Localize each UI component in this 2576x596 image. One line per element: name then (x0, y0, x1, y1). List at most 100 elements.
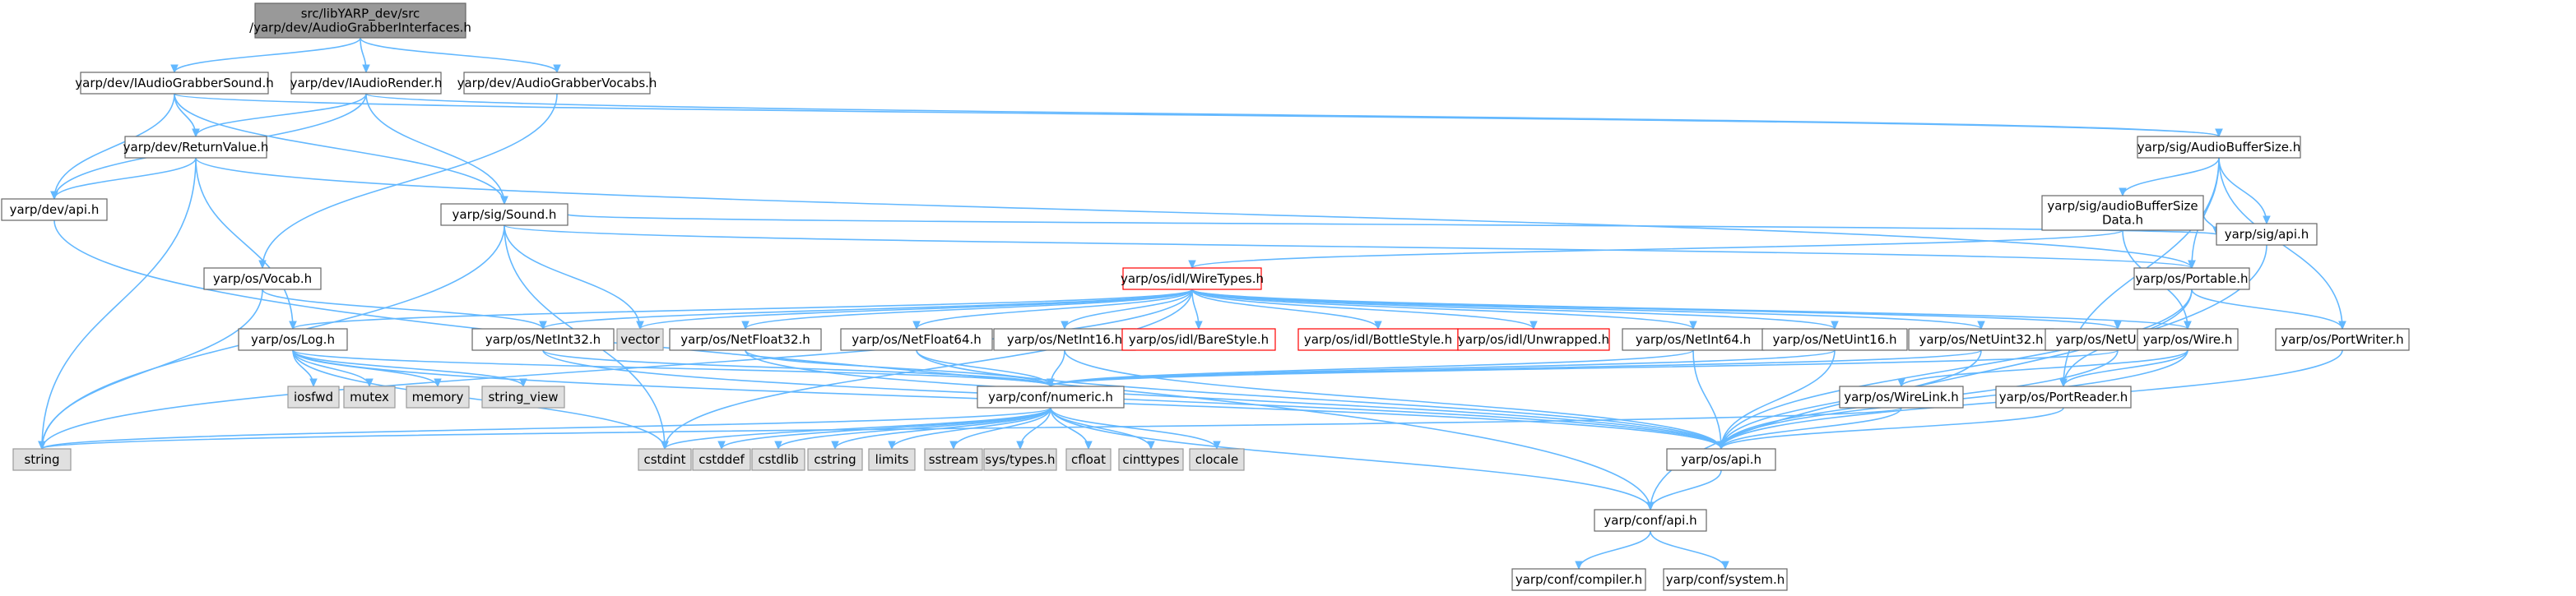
edge-wiretypes-to-wire (1191, 289, 2192, 330)
node-box (807, 448, 863, 471)
arrowhead-icon (2338, 321, 2346, 330)
node-wire[interactable]: yarp/os/Wire.h (2137, 328, 2239, 351)
edge-line (262, 93, 558, 269)
arrowhead-icon (888, 441, 896, 450)
edge-wiretypes-to-log (289, 289, 1193, 330)
node-box (924, 448, 983, 471)
node-box (2041, 195, 2204, 231)
edge-line (721, 407, 1051, 450)
edge-netuint32-to-numeric (1047, 349, 1982, 388)
edge-iags-to-abs (174, 93, 2223, 138)
node-netfloat32[interactable]: yarp/os/NetFloat32.h (669, 328, 822, 351)
edge-line (1064, 349, 1722, 450)
node-box (1995, 386, 2132, 409)
edge-wiretypes-to-netuint32 (1191, 289, 1985, 330)
node-log[interactable]: yarp/os/Log.h (238, 328, 348, 351)
edge-wiretypes-to-netint64 (1191, 289, 1697, 330)
edge-portreader-to-osapi (1717, 407, 2064, 450)
node-portreader[interactable]: yarp/os/PortReader.h (1995, 386, 2132, 409)
node-numeric[interactable]: yarp/conf/numeric.h (977, 386, 1125, 409)
node-wiretypes[interactable]: yarp/os/idl/WireTypes.h (1121, 267, 1264, 290)
node-label: cstdlib (758, 452, 798, 467)
edge-line (1050, 349, 1694, 387)
node-netuint32[interactable]: yarp/os/NetUint32.h (1908, 328, 2054, 351)
node-sound[interactable]: yarp/sig/Sound.h (440, 203, 569, 226)
edge-line (174, 93, 2220, 137)
arrowhead-icon (500, 196, 508, 206)
node-system[interactable]: yarp/conf/system.h (1663, 568, 1788, 591)
edge-line (1720, 349, 1836, 450)
node-label: yarp/dev/api.h (10, 202, 100, 217)
node-box (287, 386, 340, 409)
edge-root-to-agv (360, 37, 561, 74)
node-abs[interactable]: yarp/sig/AudioBufferSize.h (2137, 136, 2301, 159)
node-compiler[interactable]: yarp/conf/compiler.h (1511, 568, 1646, 591)
edge-wiretypes-to-netfloat32 (741, 289, 1193, 330)
edge-numeric-to-sstream (949, 407, 1051, 450)
node-box (1122, 267, 1262, 290)
node-netuint16[interactable]: yarp/os/NetUint16.h (1761, 328, 1908, 351)
edge-line (1720, 407, 1902, 450)
node-sigapi[interactable]: yarp/sig/api.h (2216, 223, 2318, 246)
node-box (993, 328, 1136, 351)
arrowhead-icon (1575, 561, 1583, 571)
node-barestyle[interactable]: yarp/os/idl/BareStyle.h (1121, 328, 1276, 351)
node-root[interactable]: src/libYARP_dev/src/yarp/dev/AudioGrabbe… (249, 2, 471, 39)
node-label: yarp/os/NetUint16.h (1772, 332, 1896, 347)
arrowhead-icon (774, 441, 782, 450)
node-string: string (12, 448, 72, 471)
arrowhead-icon (192, 128, 200, 138)
node-portwriter[interactable]: yarp/os/PortWriter.h (2275, 328, 2410, 351)
node-iar[interactable]: yarp/dev/IAudioRender.h (290, 72, 443, 95)
edge-osapi-to-confapi (1646, 469, 1722, 511)
node-netint64[interactable]: yarp/os/NetInt64.h (1622, 328, 1765, 351)
arrowhead-icon (362, 64, 370, 74)
edge-line (1191, 229, 2123, 269)
edge-wiretypes-to-vector (636, 289, 1193, 330)
node-label: sstream (929, 452, 978, 467)
edge-wiretypes-to-netint16 (1061, 289, 1193, 330)
node-portable[interactable]: yarp/os/Portable.h (2133, 267, 2250, 290)
node-box (868, 448, 916, 471)
node-netint32[interactable]: yarp/os/NetInt32.h (471, 328, 615, 351)
arrowhead-icon (2184, 321, 2192, 330)
node-agv[interactable]: yarp/dev/AudioGrabberVocabs.h (457, 72, 657, 95)
node-unwrapped[interactable]: yarp/os/idl/Unwrapped.h (1457, 328, 1610, 351)
edge-log-to-string_view (292, 349, 527, 388)
arrowhead-icon (1646, 501, 1655, 511)
edge-iar-to-abs (365, 93, 2223, 138)
edge-line (1191, 289, 1534, 330)
node-netfloat64[interactable]: yarp/os/NetFloat64.h (840, 328, 993, 351)
edge-netuint64-to-numeric (1047, 349, 2119, 388)
arrowhead-icon (1213, 441, 1221, 450)
node-box (203, 267, 322, 290)
node-iags[interactable]: yarp/dev/IAudioGrabberSound.h (75, 72, 274, 95)
node-wirelink[interactable]: yarp/os/WireLink.h (1839, 386, 1964, 409)
node-confapi[interactable]: yarp/conf/api.h (1594, 509, 1707, 532)
node-label: yarp/os/Wire.h (2143, 332, 2233, 347)
edge-abs-to-sigapi (2218, 157, 2271, 225)
edge-line (834, 407, 1051, 450)
node-box (254, 2, 466, 39)
node-label: yarp/dev/ReturnValue.h (123, 140, 269, 155)
node-rv[interactable]: yarp/dev/ReturnValue.h (123, 136, 269, 159)
node-netint16[interactable]: yarp/os/NetInt16.h (993, 328, 1136, 351)
node-label: yarp/os/idl/WireTypes.h (1121, 271, 1264, 286)
edge-wiretypes-to-unwrapped (1191, 289, 1538, 330)
node-label: yarp/os/PortReader.h (1999, 390, 2128, 404)
arrowhead-icon (2263, 215, 2271, 225)
node-mutex: mutex (343, 386, 396, 409)
node-devapi[interactable]: yarp/dev/api.h (1, 198, 108, 221)
node-label: yarp/os/WireLink.h (1844, 390, 1959, 404)
node-box (463, 72, 651, 95)
node-label: memory (412, 390, 464, 404)
arrowhead-icon (309, 378, 318, 388)
node-bottlestyle[interactable]: yarp/os/idl/BottleStyle.h (1297, 328, 1459, 351)
node-label: yarp/os/NetInt16.h (1007, 332, 1122, 347)
node-label: string (24, 452, 59, 467)
node-osapi[interactable]: yarp/os/api.h (1666, 448, 1776, 471)
node-label: yarp/dev/IAudioGrabberSound.h (75, 76, 273, 90)
edge-confapi-to-system (1650, 530, 1729, 571)
node-vocab[interactable]: yarp/os/Vocab.h (203, 267, 322, 290)
